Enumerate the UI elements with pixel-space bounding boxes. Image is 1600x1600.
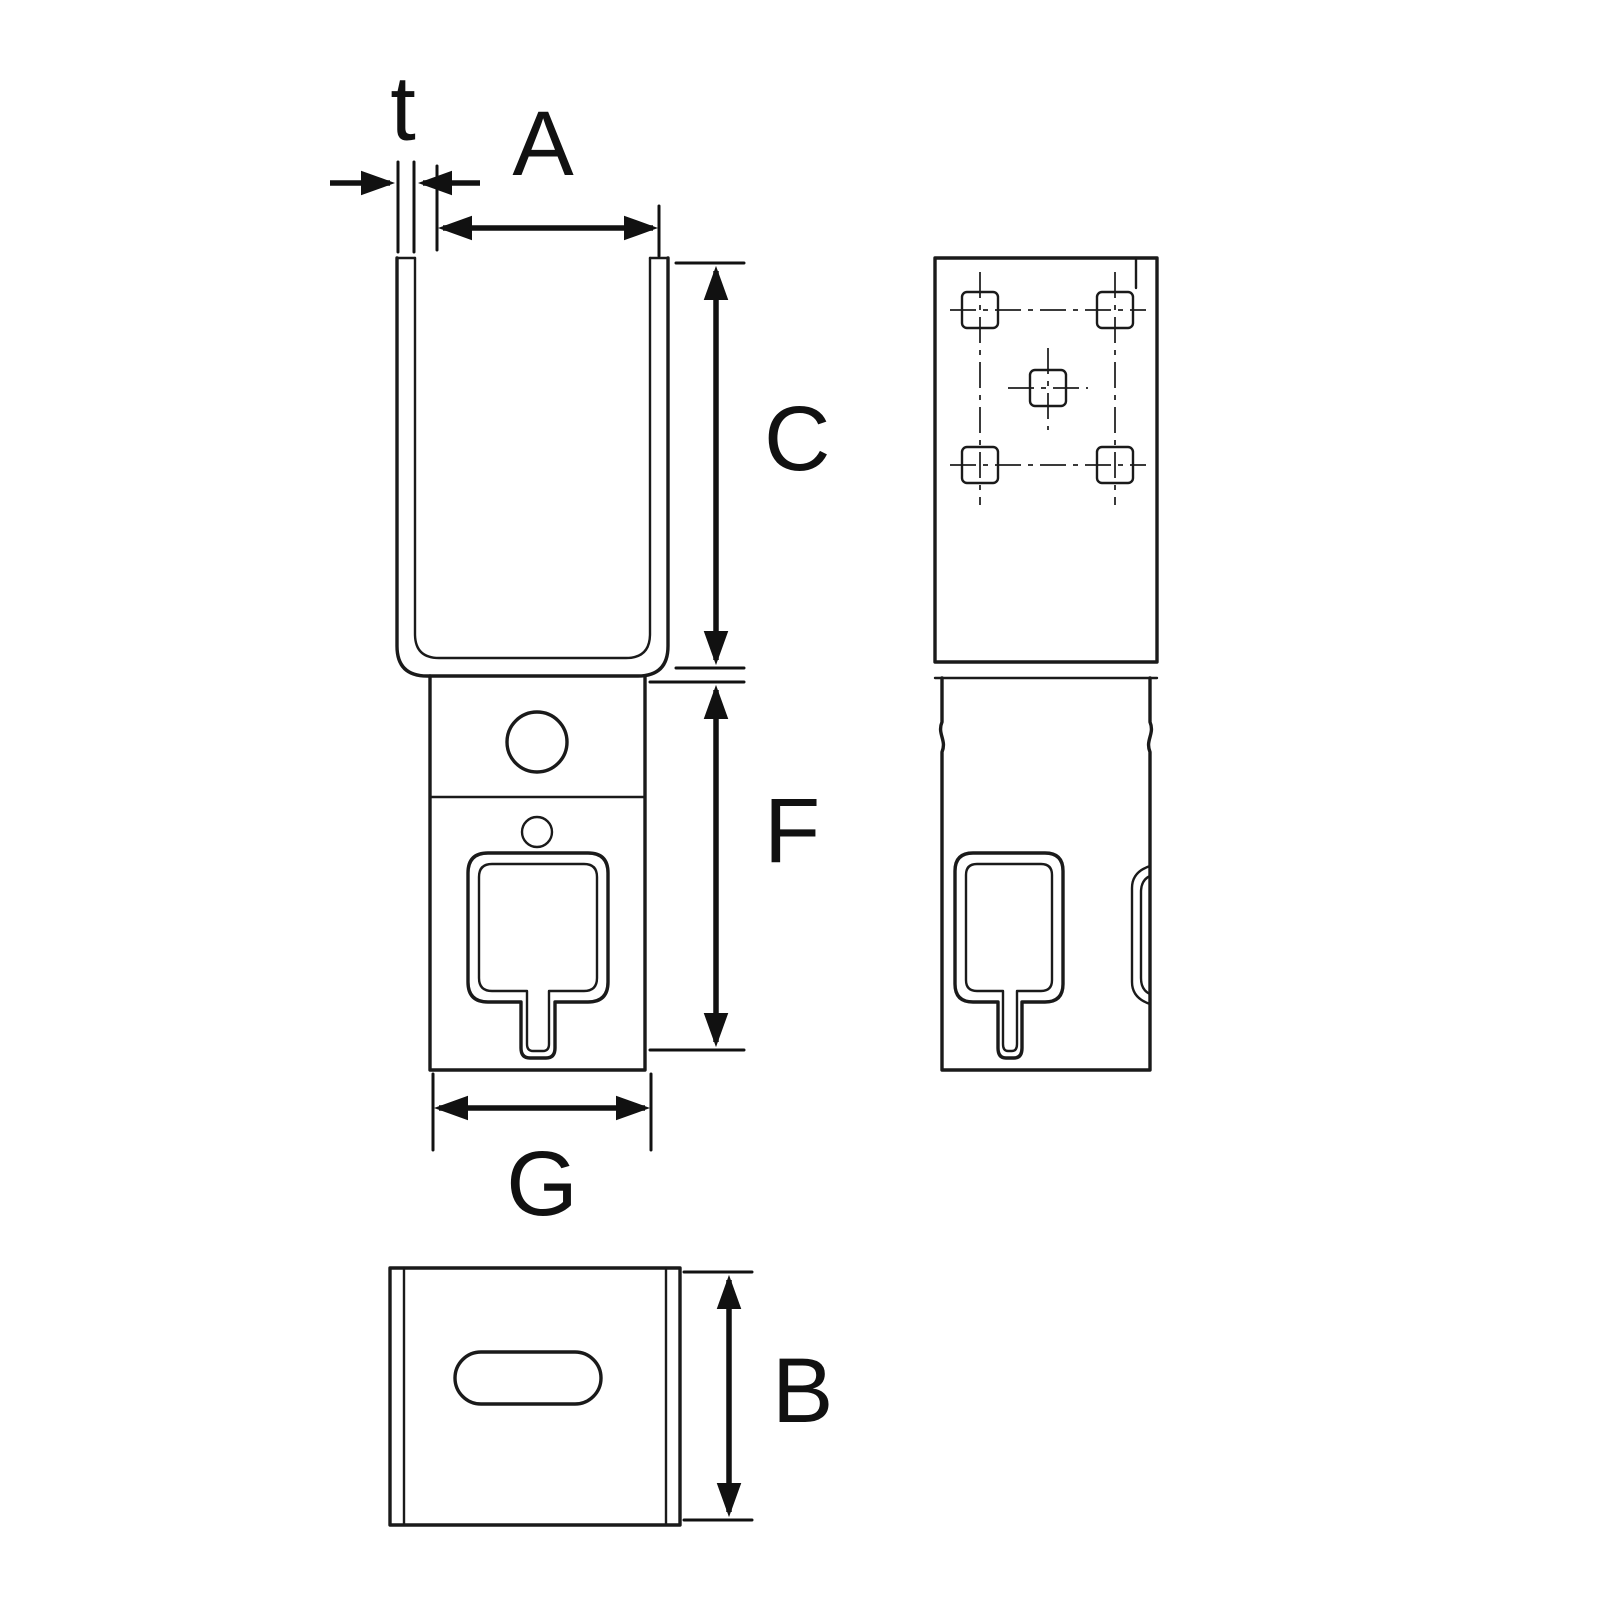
side-top-outline (933, 256, 1159, 664)
dimension-t: t (330, 58, 480, 254)
g-extension-lines (431, 1072, 653, 1152)
b-extension-lines (682, 1270, 754, 1522)
t-extension-lines (396, 160, 416, 254)
keyhole-cutout-inner (477, 862, 599, 1053)
a-extension-lines (435, 164, 661, 258)
hole-square-center (1028, 368, 1068, 408)
channel-outer-edge (395, 256, 670, 678)
body-outline (428, 674, 647, 1072)
hole-square (1095, 445, 1135, 485)
channel-inner-edge (413, 256, 652, 660)
dimension-a: A (435, 93, 661, 258)
label-t: t (390, 58, 416, 160)
hole-square (960, 445, 1000, 485)
side-keyhole-outer (953, 851, 1065, 1060)
hidden-hole-squares (960, 290, 1135, 485)
mounting-hole-large (505, 710, 569, 774)
bottom-slot (453, 1350, 603, 1406)
label-f: F (764, 780, 820, 882)
label-b: B (772, 1340, 833, 1442)
c-extension-lines (674, 261, 746, 670)
f-extension-lines (648, 680, 746, 1052)
dimension-g: G (431, 1072, 653, 1235)
keyhole-cutout-outer (466, 851, 610, 1060)
dimension-b: B (682, 1270, 833, 1522)
label-a: A (512, 93, 574, 195)
label-c: C (764, 388, 830, 490)
side-body-outline (938, 676, 1154, 1072)
front-view (395, 256, 670, 1072)
side-keyhole-inner (964, 862, 1054, 1053)
side-edge-notch (1130, 864, 1152, 1006)
bottom-outline (388, 1266, 682, 1527)
dimension-f: F (648, 680, 820, 1052)
mounting-hole-small (520, 815, 554, 849)
dimensions: t A C F G (330, 58, 833, 1522)
side-view (933, 256, 1159, 1072)
label-g: G (506, 1133, 578, 1235)
dimension-c: C (674, 261, 830, 670)
hole-square (960, 290, 1000, 330)
centerlines (950, 272, 1146, 505)
hole-square (1095, 290, 1135, 330)
bottom-view (388, 1266, 682, 1527)
